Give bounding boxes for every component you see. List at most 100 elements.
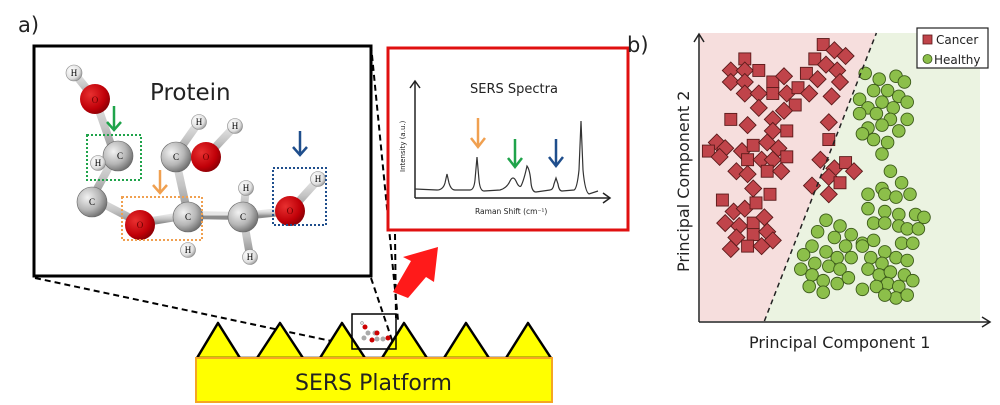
oxygen-atom: O — [191, 142, 221, 172]
cancer-point — [774, 101, 794, 120]
cancer-point — [755, 208, 774, 227]
healthy-point — [880, 83, 895, 98]
healthy-point — [855, 239, 870, 253]
healthy-point — [869, 279, 884, 294]
healthy-point — [878, 245, 892, 259]
cancer-point — [749, 196, 763, 210]
cancer-point — [721, 61, 740, 80]
protein-title: Protein — [150, 80, 231, 106]
healthy-point — [861, 187, 875, 202]
healthy-point — [861, 262, 875, 276]
healthy-point — [878, 204, 892, 219]
hydrogen-atom: H — [242, 249, 258, 265]
carbon-atom: C — [76, 186, 108, 218]
blue-highlight-box — [272, 167, 327, 226]
spectra-blue-arrow-icon — [548, 139, 564, 169]
cancer-point — [777, 84, 796, 103]
cancer-point — [721, 239, 740, 259]
svg-text:O: O — [287, 206, 294, 216]
healthy-point — [889, 250, 903, 265]
cancer-point — [724, 112, 738, 126]
healthy-point — [900, 253, 914, 268]
cancer-point — [738, 164, 757, 184]
hydrogen-atom: H — [238, 180, 254, 196]
cancer-point — [833, 176, 847, 190]
healthy-point — [900, 112, 914, 127]
healthy-point — [892, 124, 906, 138]
spectra-title: SERS Spectra — [470, 82, 558, 97]
cancer-point — [819, 167, 838, 187]
carbon-atom: C — [102, 140, 134, 172]
cancer-point — [800, 84, 819, 103]
healthy-point — [816, 285, 830, 299]
healthy-point — [872, 72, 886, 86]
healthy-point — [875, 118, 889, 132]
legend: Cancer Healthy — [916, 27, 989, 69]
spectra-box — [386, 46, 630, 232]
spectra-axes — [409, 79, 612, 204]
healthy-point — [889, 291, 903, 305]
healthy-point — [816, 273, 830, 288]
svg-text:H: H — [247, 252, 254, 262]
svg-text:C: C — [173, 152, 179, 162]
spectra-ylabel: Intensity (a.u.) — [399, 120, 407, 172]
cancer-point — [839, 156, 853, 170]
x-axis-label: Principal Component 1 — [749, 333, 930, 352]
healthy-region — [764, 33, 980, 321]
healthy-point — [805, 268, 819, 282]
cancer-point — [746, 228, 760, 242]
cancer-point — [802, 176, 822, 195]
healthy-point — [866, 83, 881, 98]
cancer-point — [746, 138, 760, 152]
legend-healthy-label: Healthy — [934, 53, 981, 67]
hydrogen-atom: H — [90, 155, 106, 171]
cancer-point — [819, 185, 838, 204]
cancer-point — [735, 61, 754, 80]
cancer-point — [735, 199, 754, 218]
decision-boundary — [763, 32, 878, 322]
legend-cancer-label: Cancer — [936, 33, 978, 47]
hydrogen-atom: H — [227, 118, 243, 134]
panel-a-label: a) — [18, 13, 39, 37]
cancer-point — [715, 193, 729, 207]
healthy-point — [805, 239, 819, 253]
molecule-atoms: H O C H H H C O C O C H C H H O H — [65, 64, 326, 265]
cancer-point — [735, 72, 754, 92]
carbon-atom: C — [172, 201, 204, 233]
svg-text:C: C — [89, 197, 95, 207]
healthy-point — [844, 250, 858, 265]
svg-text:O: O — [137, 220, 144, 230]
cancer-point — [749, 84, 768, 103]
healthy-point — [880, 276, 895, 291]
healthy-point — [796, 248, 811, 262]
healthy-point — [841, 271, 856, 285]
healthy-point — [875, 147, 889, 161]
cancer-point — [816, 38, 830, 51]
svg-text:O: O — [203, 152, 210, 162]
cancer-point — [836, 46, 855, 66]
spectra-green-arrow-icon — [507, 139, 523, 170]
cancer-point — [738, 116, 757, 135]
healthy-point — [869, 106, 884, 121]
cancer-point — [763, 231, 782, 250]
cancer-point — [749, 98, 768, 118]
hydrogen-atom: H — [65, 64, 83, 82]
healthy-point — [878, 187, 892, 202]
healthy-point — [883, 265, 898, 279]
cancer-point — [822, 133, 836, 147]
cancer-point — [791, 81, 805, 95]
y-axis-label: Principal Component 2 — [674, 91, 693, 272]
healthy-point — [900, 95, 914, 109]
cancer-point — [752, 63, 766, 77]
green-highlight-box — [86, 134, 142, 181]
healthy-point — [886, 101, 900, 115]
healthy-point — [900, 222, 914, 236]
blue-arrow-icon — [292, 131, 308, 157]
molecule-location-box — [351, 313, 397, 350]
carbon-atom: C — [227, 201, 259, 233]
oxygen-atom: O — [125, 210, 155, 240]
healthy-point — [858, 66, 872, 81]
spectra-xlabel: Raman Shift (cm⁻¹) — [475, 207, 547, 216]
hydrogen-atom: H — [191, 114, 207, 130]
